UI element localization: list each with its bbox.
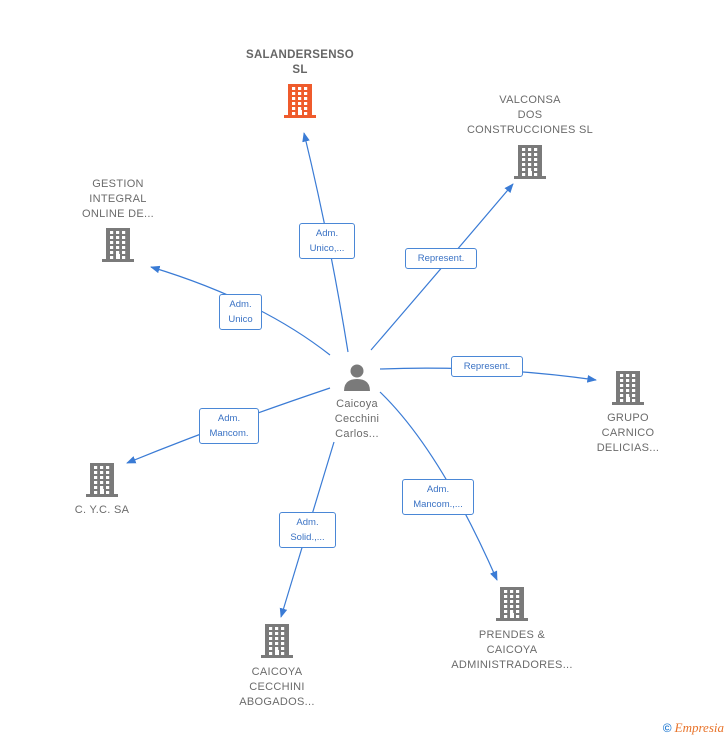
label-line: ONLINE DE...: [81, 208, 155, 220]
edge-label-line: Represent.: [417, 253, 465, 264]
edge-label-gestion[interactable]: Adm. Unico: [219, 294, 262, 330]
label-line: CONSTRUCCIONES SL: [466, 124, 594, 136]
label-line: Carlos...: [335, 428, 379, 440]
label-line: GRUPO: [607, 412, 649, 424]
label-line: ADMINISTRADORES...: [451, 659, 573, 671]
building-icon-gestion[interactable]: [102, 228, 134, 262]
building-icon-cyc[interactable]: [86, 463, 118, 497]
label-line: VALCONSA: [499, 94, 561, 106]
label-line: ABOGADOS...: [239, 696, 315, 708]
company-label-cyc: C. Y.C. SA: [27, 503, 177, 518]
label-line: SALANDERSENSO: [245, 49, 355, 61]
edge-label-line: Adm.: [217, 413, 241, 424]
edge-label-line: Adm.: [426, 484, 450, 495]
label-line: CAICOYA: [486, 644, 538, 656]
edge-label-line: Unico,...: [309, 243, 345, 254]
edge-prendes: [379, 391, 498, 581]
edge-label-prendes[interactable]: Adm. Mancom.,...: [402, 479, 474, 515]
company-label-salandersenso: SALANDERSENSO SL: [225, 48, 375, 78]
edge-label-line: Solid.,...: [290, 532, 325, 543]
building-icon-prendes[interactable]: [496, 587, 528, 621]
edge-label-line: Unico: [228, 314, 253, 325]
edge-label-line: Adm.: [229, 299, 252, 310]
person-icon[interactable]: [344, 364, 370, 392]
edge-label-line: Adm.: [296, 517, 319, 528]
edge-label-valconsa[interactable]: Represent.: [405, 248, 477, 269]
building-icon-grupo-carnico[interactable]: [612, 371, 644, 405]
company-label-prendes: PRENDES & CAICOYA ADMINISTRADORES...: [437, 628, 587, 673]
label-line: CECCHINI: [249, 681, 305, 693]
label-line: INTEGRAL: [89, 193, 147, 205]
label-line: Cecchini: [334, 413, 380, 425]
label-line: DELICIAS...: [596, 442, 660, 454]
copyright-symbol: ©: [662, 721, 672, 735]
edge-label-line: Adm.: [315, 228, 339, 239]
building-icon-caicoya-abogados[interactable]: [261, 624, 293, 658]
empresia-logo: Empresia: [674, 720, 724, 735]
company-label-grupo-carnico: GRUPO CARNICO DELICIAS...: [553, 411, 703, 456]
company-label-valconsa: VALCONSA DOS CONSTRUCCIONES SL: [455, 93, 605, 138]
label-line: PRENDES &: [478, 629, 546, 641]
label-line: CARNICO: [601, 427, 655, 439]
edge-label-line: Mancom.,...: [413, 499, 463, 510]
edge-label-salandersenso[interactable]: Adm. Unico,...: [299, 223, 355, 259]
edge-label-line: Mancom.: [209, 428, 249, 439]
footer-brand: ©Empresia: [663, 720, 724, 736]
building-icon-salandersenso[interactable]: [284, 84, 316, 118]
edge-label-caicoya-abogados[interactable]: Adm. Solid.,...: [279, 512, 336, 548]
label-line: Caicoya: [336, 398, 378, 410]
label-line: CAICOYA: [251, 666, 303, 678]
company-label-caicoya-abogados: CAICOYA CECCHINI ABOGADOS...: [202, 665, 352, 710]
building-icon-valconsa[interactable]: [514, 145, 546, 179]
edge-label-grupo-carnico[interactable]: Represent.: [451, 356, 523, 377]
label-line: GESTION: [92, 178, 144, 190]
label-line: DOS: [517, 109, 543, 121]
edge-label-cyc[interactable]: Adm. Mancom.: [199, 408, 259, 444]
label-line: SL: [292, 64, 308, 76]
edge-label-line: Represent.: [463, 361, 511, 372]
company-label-gestion: GESTION INTEGRAL ONLINE DE...: [43, 177, 193, 222]
label-line: C. Y.C. SA: [74, 504, 130, 516]
